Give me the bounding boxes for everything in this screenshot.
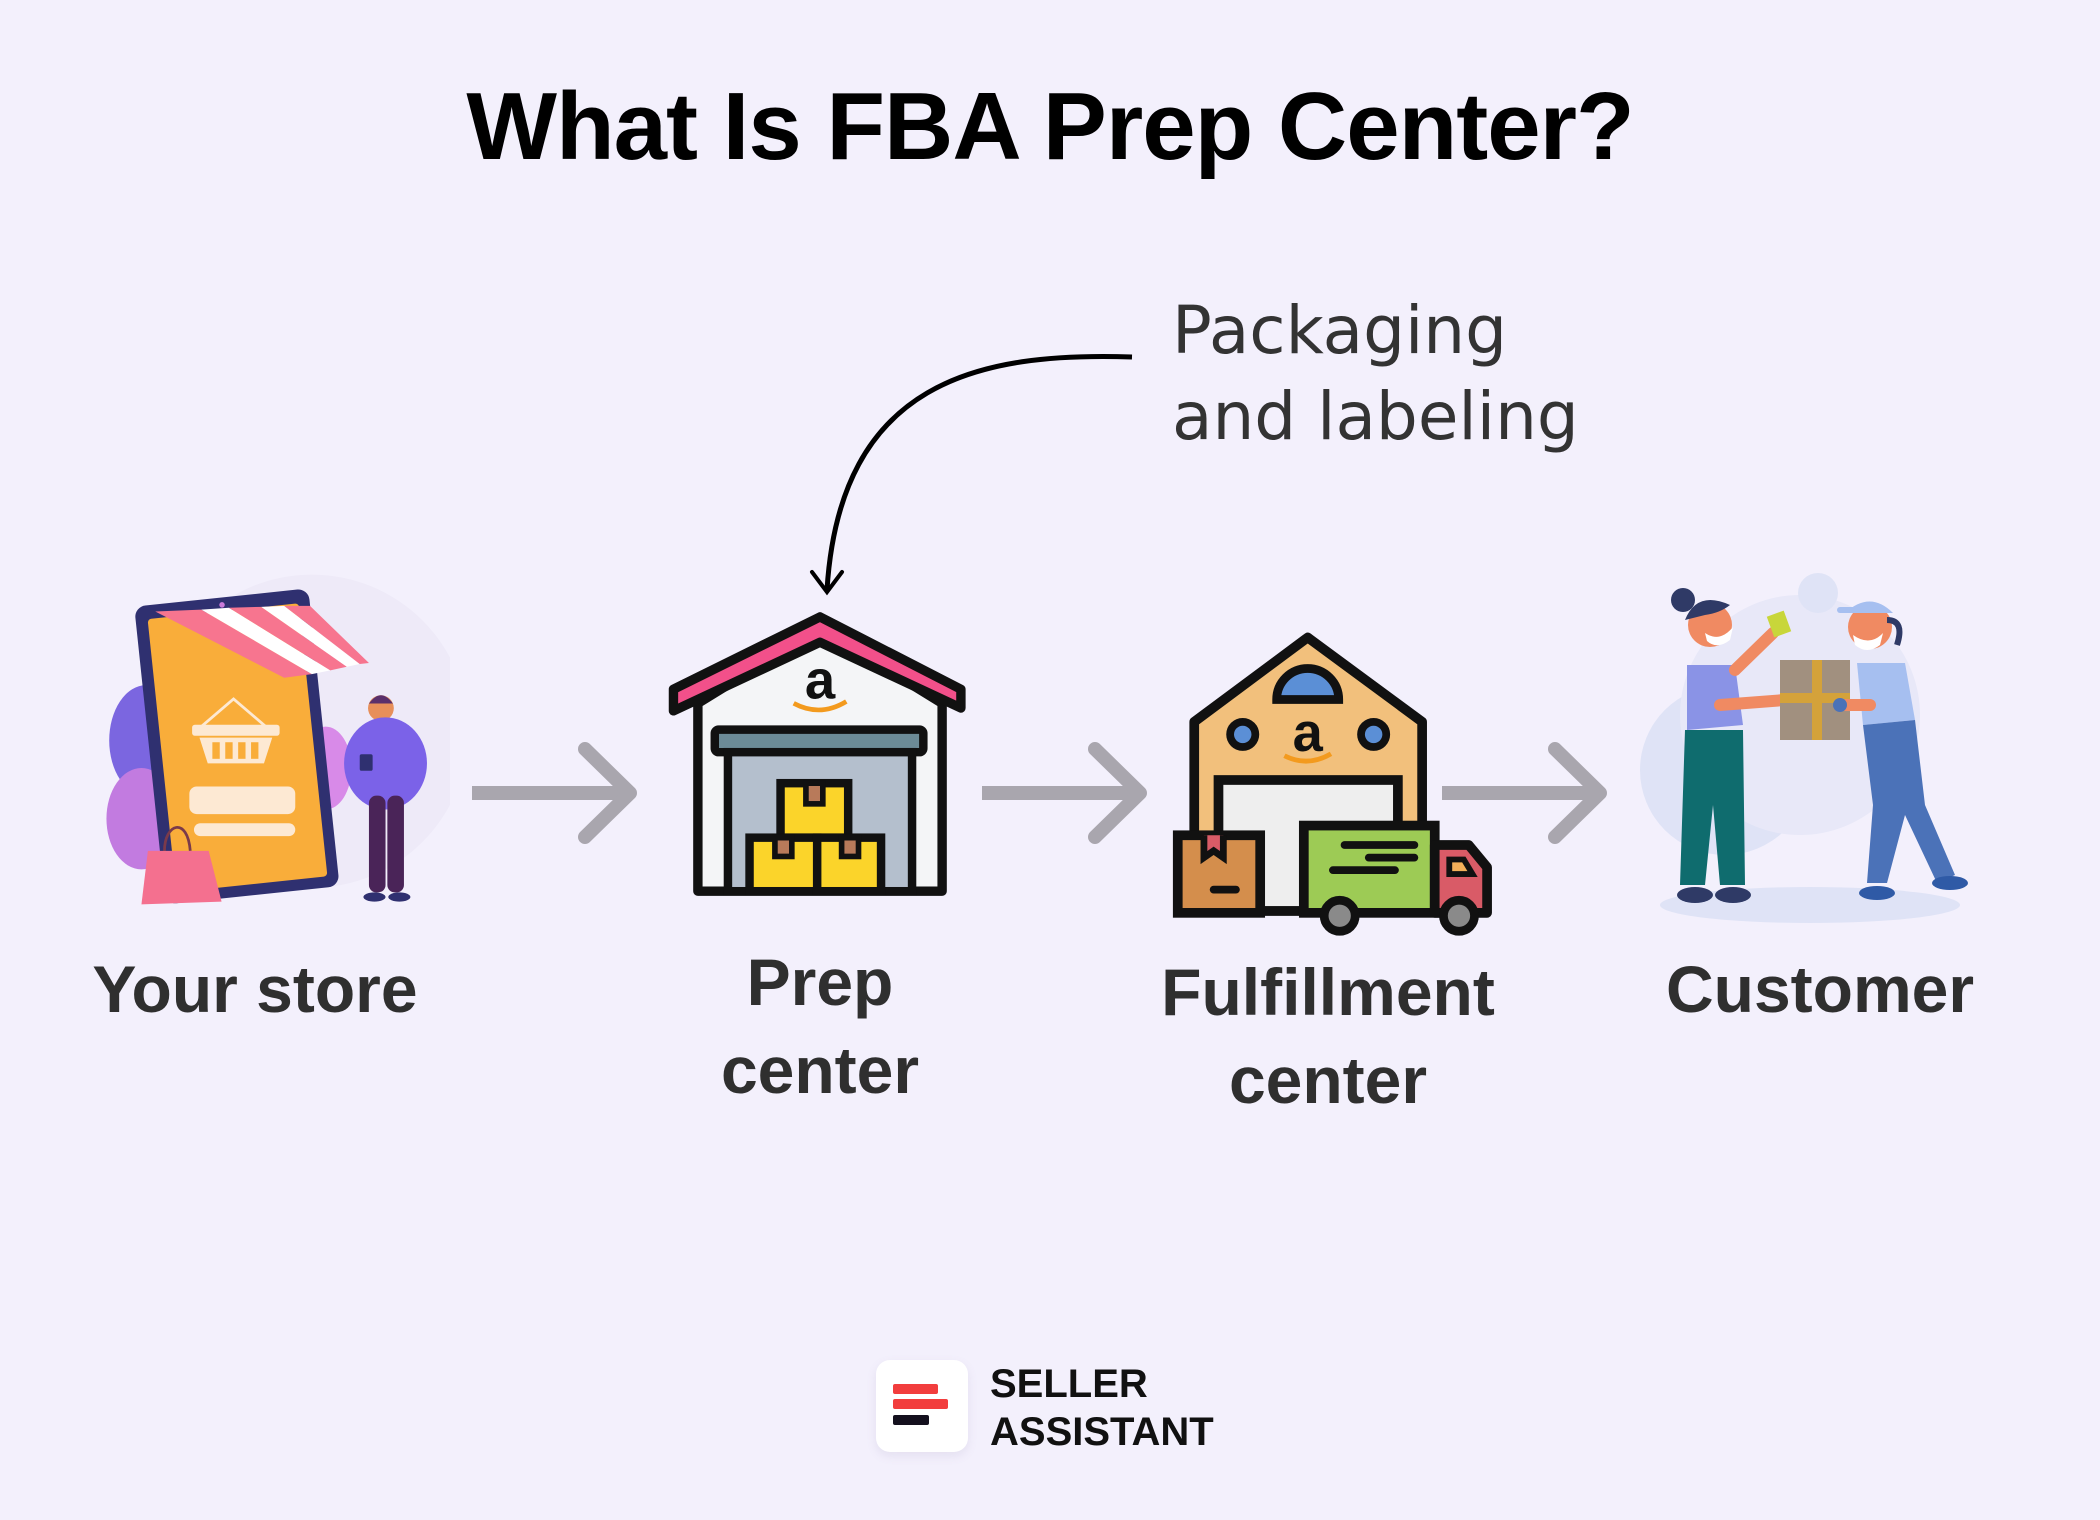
flow-arrow-icon <box>472 742 637 844</box>
label-customer: Customer <box>1665 952 1975 1026</box>
seller-assistant-logo <box>876 1360 968 1452</box>
flow-arrow-icon <box>982 742 1147 844</box>
warehouse-icon: a <box>668 612 966 896</box>
step-your-store <box>100 570 450 920</box>
annotation-line-1: Packaging <box>1172 292 1508 369</box>
step-fulfillment-center: a <box>1160 620 1500 940</box>
step-prep-center: a <box>660 600 980 910</box>
page-title: What Is FBA Prep Center? <box>466 73 1634 180</box>
brand-name: SELLER ASSISTANT <box>990 1362 1214 1454</box>
svg-text:a: a <box>805 650 836 711</box>
online-store-icon <box>106 574 450 905</box>
svg-text:a: a <box>1293 702 1324 763</box>
label-prep-center: Prep center <box>720 945 920 1107</box>
delivery-handoff-icon <box>1640 573 1968 923</box>
label-your-store: Your store <box>92 952 418 1026</box>
brand-bars-icon <box>893 1384 948 1425</box>
curved-arrow-icon <box>810 354 1133 596</box>
annotation-line-2: and labeling <box>1172 378 1579 455</box>
label-fulfillment-center: Fulfillment center <box>1161 955 1495 1117</box>
packaging-annotation: Packaging and labeling <box>1172 288 1579 460</box>
flow-arrow-icon <box>1442 742 1607 844</box>
fulfillment-truck-icon: a <box>1172 632 1492 936</box>
step-customer <box>1625 565 1995 935</box>
